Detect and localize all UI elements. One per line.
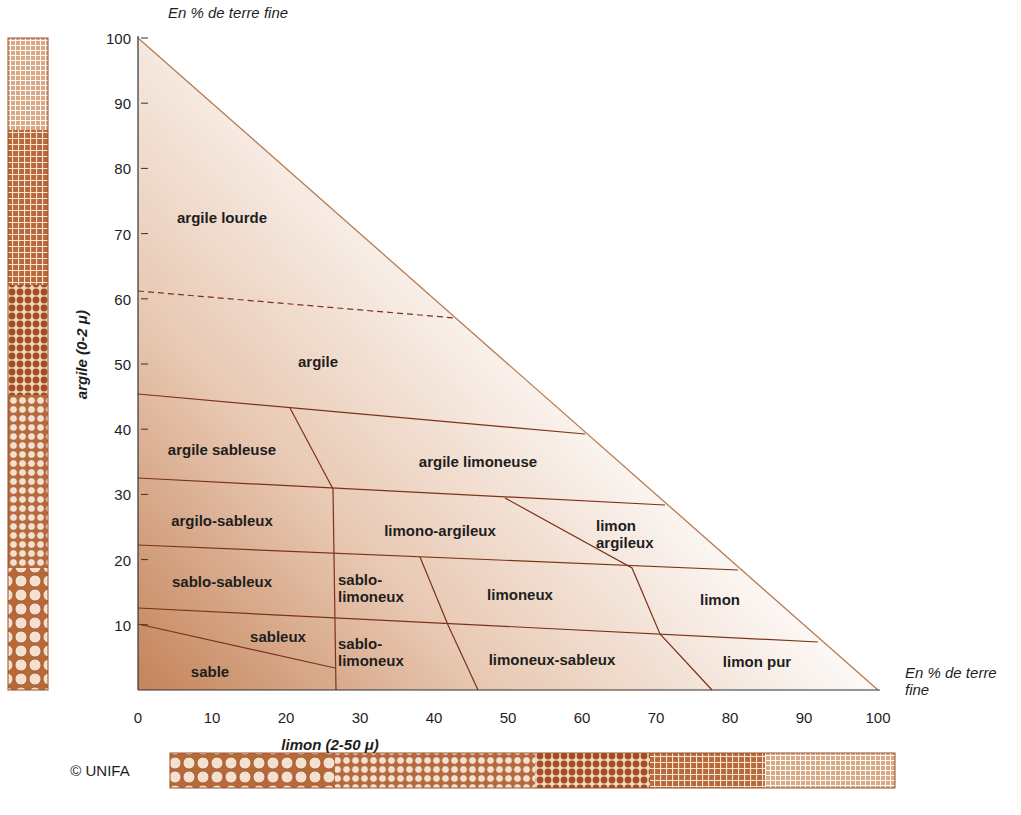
texture-class: sablo-limoneux	[338, 571, 416, 606]
texture-class: sable	[191, 663, 229, 680]
tick-number: 20	[278, 709, 295, 726]
tick-number: 30	[352, 709, 369, 726]
texture-class: limoneux-sableux	[489, 651, 616, 668]
tick-number: 60	[574, 709, 591, 726]
tick-number: 90	[796, 709, 813, 726]
texture-class: limono-argileux	[384, 522, 496, 539]
tick-number: 80	[722, 709, 739, 726]
tick-number: 80	[114, 160, 131, 177]
axis-unit: En % de terre fine	[905, 664, 1005, 699]
axis-unit: En % de terre fine	[168, 4, 288, 21]
texture-class: argile limoneuse	[419, 453, 537, 470]
texture-class: limoneux	[487, 586, 553, 603]
texture-class: limon	[700, 591, 740, 608]
tick-number: 70	[114, 226, 131, 243]
tick-number: 40	[114, 421, 131, 438]
copyright-note: © UNIFA	[70, 762, 129, 779]
texture-class: limon argileux	[596, 517, 676, 552]
tick-number: 60	[114, 291, 131, 308]
axis-title: limon (2-50 μ)	[281, 736, 378, 753]
tick-number: 30	[114, 486, 131, 503]
tick-number: 20	[114, 552, 131, 569]
texture-class: argile	[298, 353, 338, 370]
texture-class: limon pur	[723, 653, 791, 670]
tick-number: 100	[106, 30, 131, 47]
axis-title: argile (0-2 μ)	[73, 310, 90, 399]
tick-number: 10	[204, 709, 221, 726]
tick-number: 10	[114, 617, 131, 634]
texture-class: sablo-limoneux	[338, 635, 416, 670]
tick-number: 100	[865, 709, 890, 726]
tick-number: 50	[500, 709, 517, 726]
texture-class: argile sableuse	[168, 441, 276, 458]
tick-number: 50	[114, 356, 131, 373]
tick-number: 90	[114, 95, 131, 112]
texture-class: argilo-sableux	[171, 512, 273, 529]
texture-class: sableux	[250, 628, 306, 645]
tick-number: 0	[134, 709, 142, 726]
texture-class: argile lourde	[177, 209, 267, 226]
tick-number: 40	[426, 709, 443, 726]
tick-number: 70	[648, 709, 665, 726]
texture-class: sablo-sableux	[172, 573, 272, 590]
